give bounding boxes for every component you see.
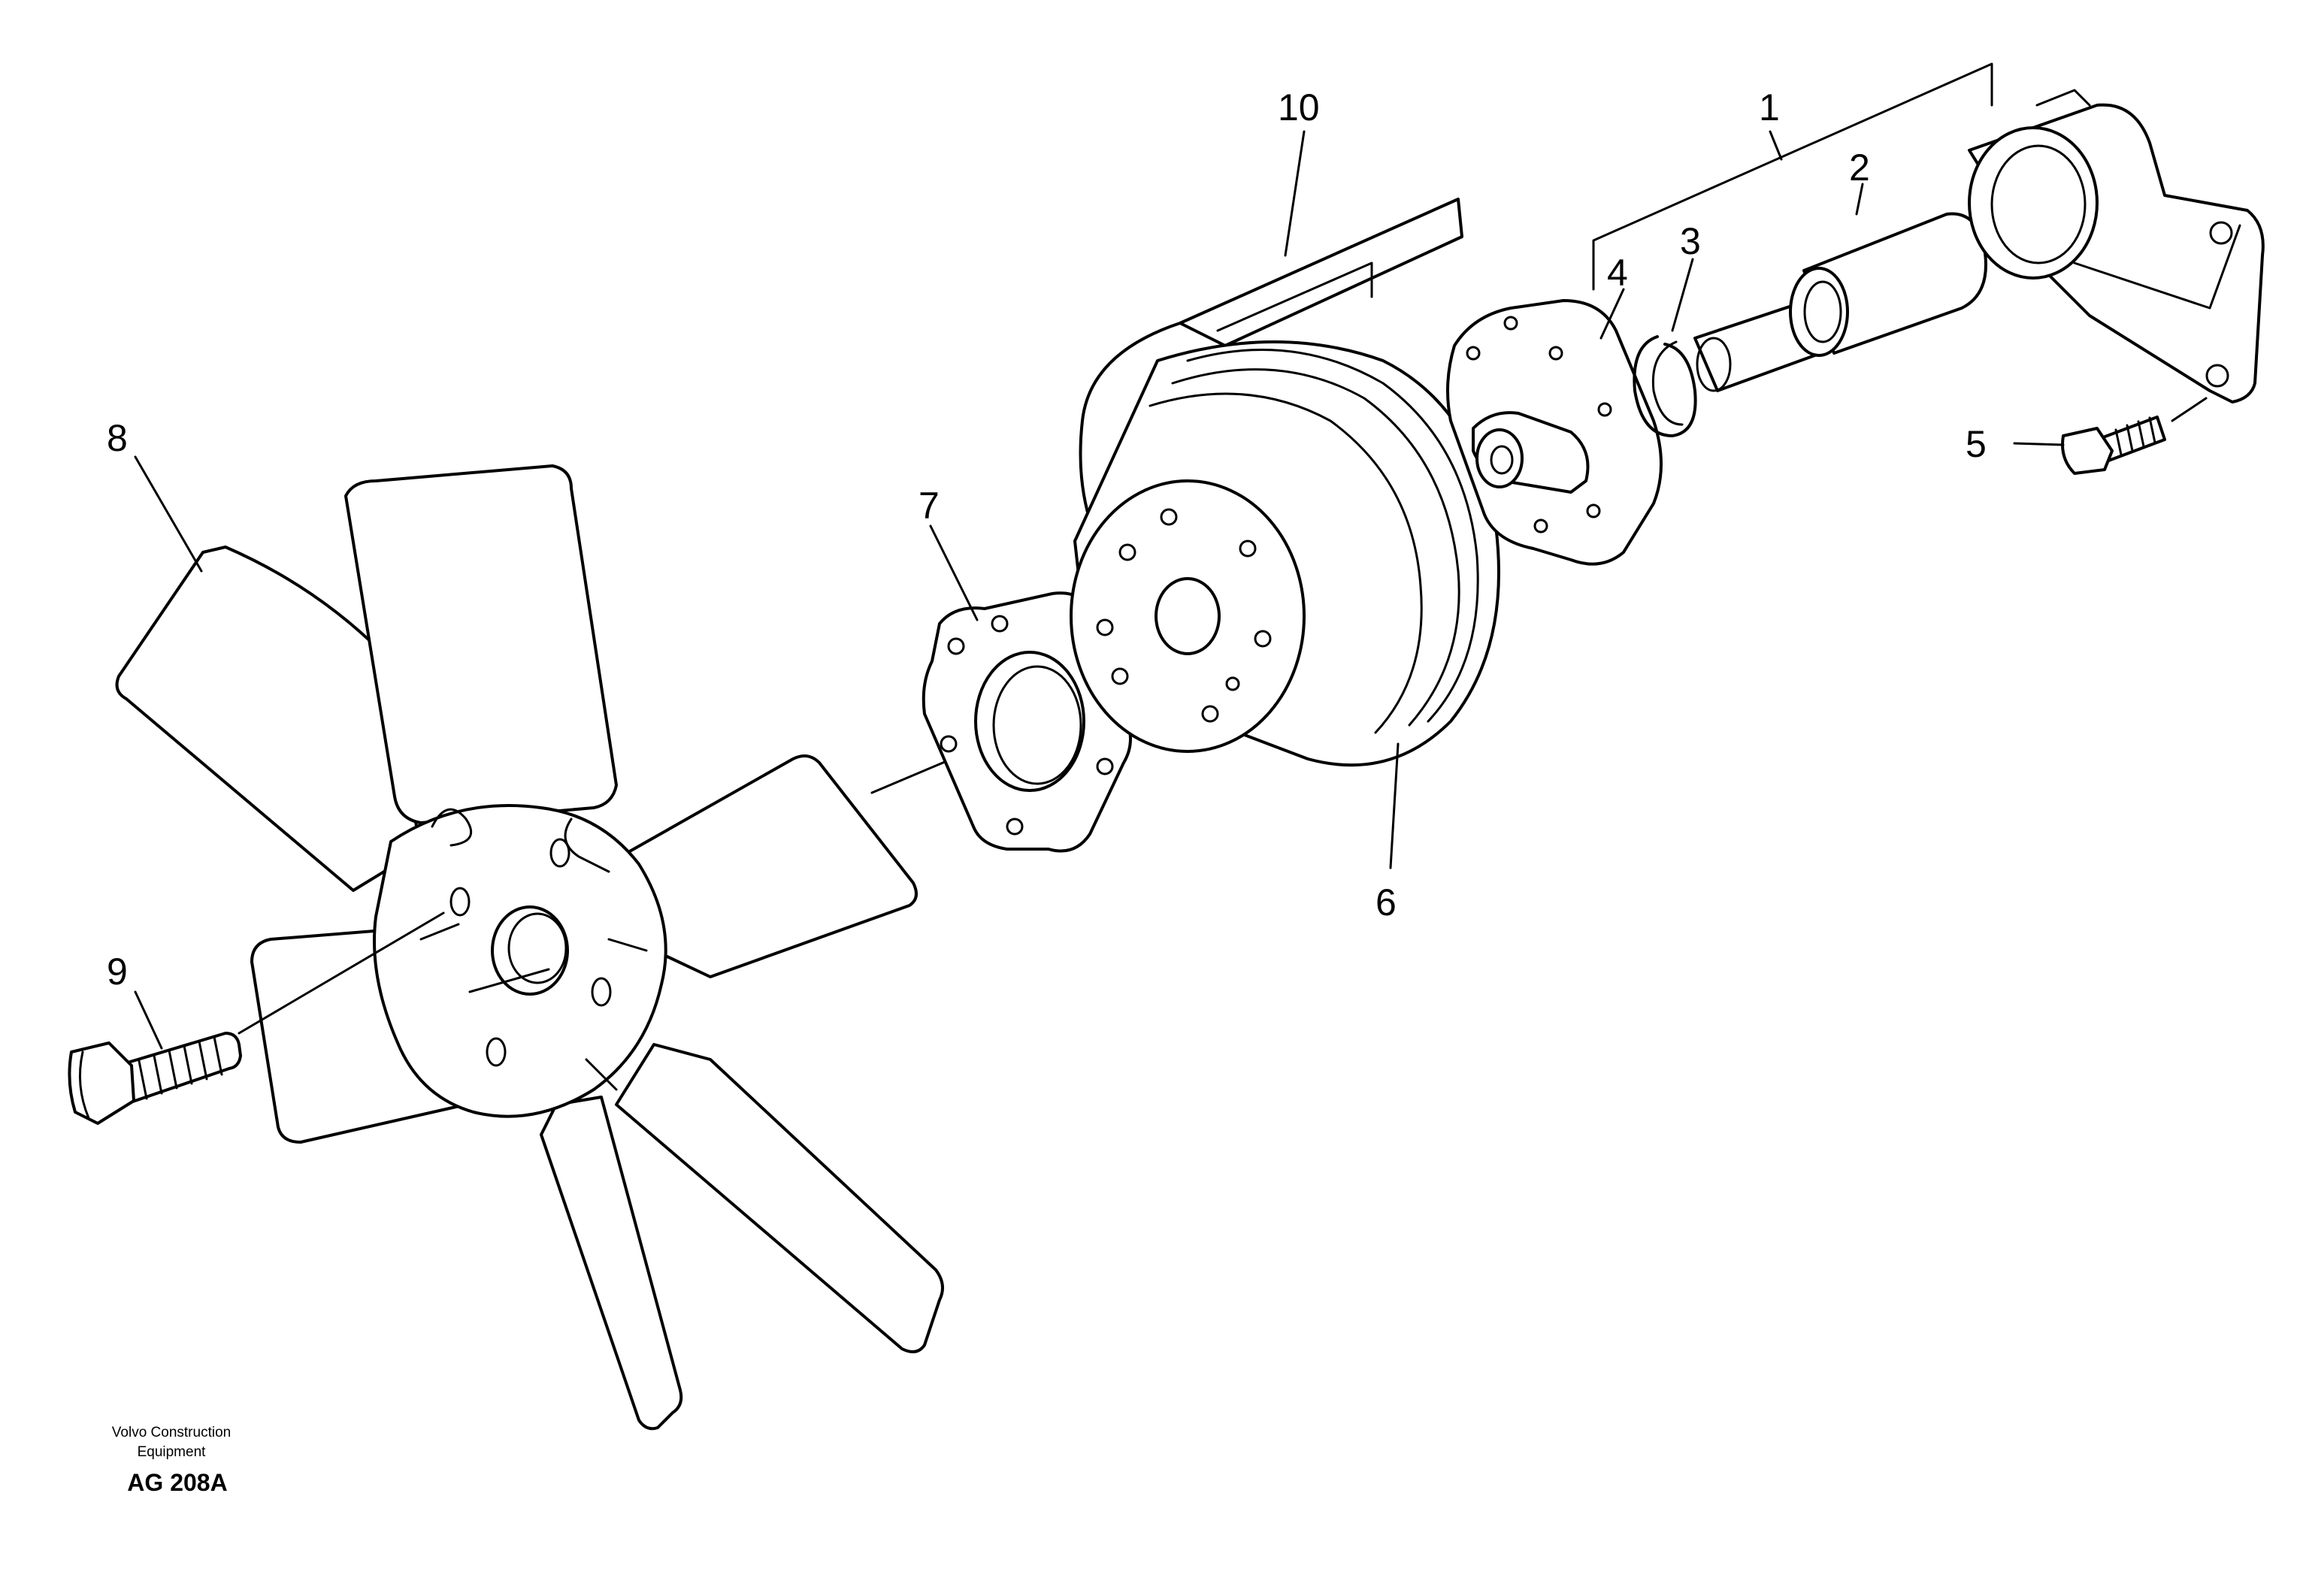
leader-2: [1855, 183, 1864, 216]
leader-3: [1671, 258, 1694, 332]
fan-blade-lower: [540, 1096, 683, 1431]
figure-code: AG 208A: [127, 1469, 227, 1496]
callout-5: 5: [1966, 423, 1987, 465]
housing-bore: [1968, 126, 2099, 280]
leader-4: [1599, 288, 1625, 340]
leader-9: [134, 990, 163, 1050]
hub: [1446, 299, 1663, 566]
callout-6: 6: [1375, 881, 1397, 923]
fan-bolt: [68, 911, 445, 1125]
bracket-screw: [2061, 397, 2208, 475]
leader-1: [1592, 62, 1993, 291]
circlip: [1633, 335, 1697, 437]
callout-2: 2: [1849, 147, 1870, 189]
shaft-bearing: [1693, 212, 1987, 392]
fan-bolt-hole: [591, 977, 612, 1007]
brand-line-2: Equipment: [138, 1444, 207, 1460]
fan-blade-upper: [344, 464, 618, 824]
fan-bolt-hole: [549, 838, 570, 868]
callout-10: 10: [1278, 86, 1320, 128]
assembly-axis-line: [468, 968, 550, 993]
callout-4: 4: [1607, 252, 1628, 294]
leader-10: [1284, 130, 1306, 257]
fan-blade-upper-left: [115, 546, 422, 892]
bearing-housing-bracket: [1968, 89, 2265, 404]
fan-assembly: [115, 464, 944, 1431]
fan-centre-bore: [491, 905, 569, 996]
pulley-bore: [1155, 577, 1221, 655]
leader-8: [134, 455, 203, 573]
callout-9: 9: [107, 951, 128, 993]
spacer-flange-bore: [974, 651, 1085, 792]
fan-blade-right: [592, 754, 918, 978]
leader-lines: [134, 62, 2065, 1050]
callout-3: 3: [1680, 220, 1701, 262]
bolt-head: [68, 1041, 135, 1125]
callout-labels: 1 2 3 4 5 6 7 8 9 10: [107, 86, 1987, 993]
leader-7: [929, 524, 979, 621]
fan-blade-lower-right: [615, 1043, 944, 1353]
leader-6: [1389, 742, 1400, 869]
leader-5: [2013, 442, 2065, 446]
fan-bolt-hole: [449, 887, 471, 917]
figure-footer: Volvo Construction Equipment AG 208A: [112, 1425, 231, 1496]
callout-8: 8: [107, 417, 128, 459]
fan-bolt-hole: [486, 1037, 507, 1067]
pulley: [1070, 340, 1500, 767]
brand-line-1: Volvo Construction: [112, 1425, 231, 1440]
callout-7: 7: [918, 485, 940, 527]
callout-1: 1: [1759, 86, 1780, 128]
